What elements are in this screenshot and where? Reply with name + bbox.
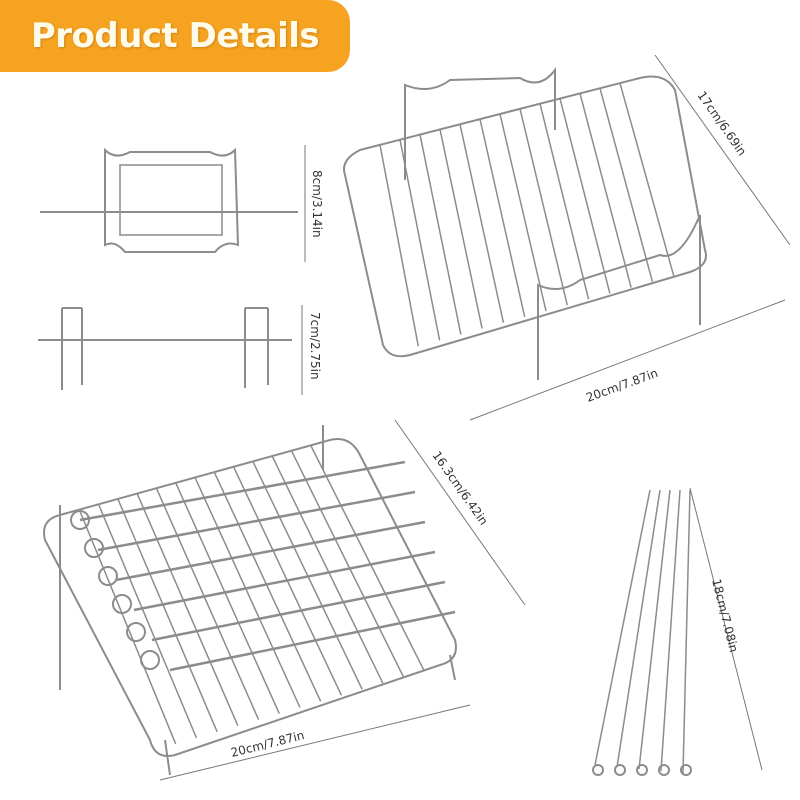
skewer-rack-wire bbox=[213, 471, 322, 702]
label-large-depth: 17cm/6.69in bbox=[695, 89, 750, 159]
skewer-rack-wire bbox=[117, 498, 218, 733]
loose-skewer bbox=[638, 489, 671, 770]
dim-line-large-depth bbox=[654, 54, 791, 246]
label-skewer-rack-depth: 16.3cm/6.42in bbox=[430, 449, 491, 528]
large-rack-wire bbox=[479, 118, 526, 318]
skewer bbox=[115, 520, 426, 582]
loose-skewer bbox=[616, 489, 661, 768]
rack-small-inner-handle bbox=[119, 164, 223, 236]
skewer-loop bbox=[98, 566, 118, 586]
dim-line-large-width bbox=[469, 299, 786, 421]
skewer bbox=[133, 550, 436, 612]
loose-skewer-loop bbox=[614, 764, 626, 776]
loose-skewer-loop bbox=[680, 764, 692, 776]
large-rack-handle-front bbox=[537, 214, 701, 380]
large-rack-wire bbox=[559, 98, 611, 294]
large-rack-wire bbox=[539, 103, 590, 300]
banner-title: Product Details bbox=[30, 16, 320, 56]
skewer-loop bbox=[112, 594, 132, 614]
dim-line-skewer-length bbox=[689, 487, 763, 771]
loose-skewer bbox=[682, 489, 691, 774]
large-rack-wire bbox=[519, 108, 569, 306]
large-rack-wire bbox=[499, 113, 547, 312]
skewer bbox=[97, 490, 416, 552]
skewer-rack-wire bbox=[194, 477, 301, 708]
large-rack-wire bbox=[399, 139, 441, 341]
large-rack-wire bbox=[599, 88, 654, 282]
loose-skewer-loop bbox=[636, 764, 648, 776]
skewer-rack-wire bbox=[175, 482, 280, 714]
label-small-height: 8cm/3.14in bbox=[310, 170, 324, 238]
skewer-rack-wire bbox=[310, 445, 425, 672]
skewer-loop bbox=[84, 538, 104, 558]
large-rack-wire bbox=[379, 144, 420, 347]
loose-skewer bbox=[660, 489, 681, 772]
skewer-loop bbox=[70, 510, 90, 530]
dim-line-skewer-rack-width bbox=[159, 704, 471, 781]
product-details-banner: Product Details bbox=[0, 0, 350, 72]
large-rack-wire bbox=[419, 134, 462, 335]
rack-side-legs bbox=[61, 307, 269, 390]
large-rack-frame bbox=[343, 75, 707, 358]
skewer bbox=[169, 610, 456, 672]
skewer-loop bbox=[126, 622, 146, 642]
skewer-loop bbox=[140, 650, 160, 670]
skewer-rack-wire bbox=[136, 493, 239, 727]
large-rack-wire bbox=[439, 129, 483, 329]
loose-skewer bbox=[594, 489, 651, 766]
label-side-height: 7cm/2.75in bbox=[308, 312, 322, 380]
skewer-rack-frame bbox=[43, 438, 457, 757]
loose-skewer-loop bbox=[592, 764, 604, 776]
skewer-rack-wire bbox=[290, 450, 405, 678]
skewer bbox=[79, 460, 406, 522]
skewer-rack-wire bbox=[271, 455, 384, 684]
skewer-rack-wire bbox=[97, 503, 198, 739]
large-rack-wire bbox=[579, 93, 632, 288]
large-rack-handle-back bbox=[404, 67, 556, 180]
large-rack-wire bbox=[459, 124, 505, 323]
label-skewer-length: 18cm/7.08in bbox=[709, 577, 741, 653]
skewer-rack-wire bbox=[155, 487, 260, 720]
loose-skewer-loop bbox=[658, 764, 670, 776]
dim-line-skewer-rack-depth bbox=[394, 419, 526, 606]
large-rack-wire bbox=[619, 82, 675, 277]
rack-small-front-view bbox=[104, 147, 240, 253]
skewer bbox=[151, 580, 446, 642]
skewer-rack-legs bbox=[59, 425, 456, 776]
